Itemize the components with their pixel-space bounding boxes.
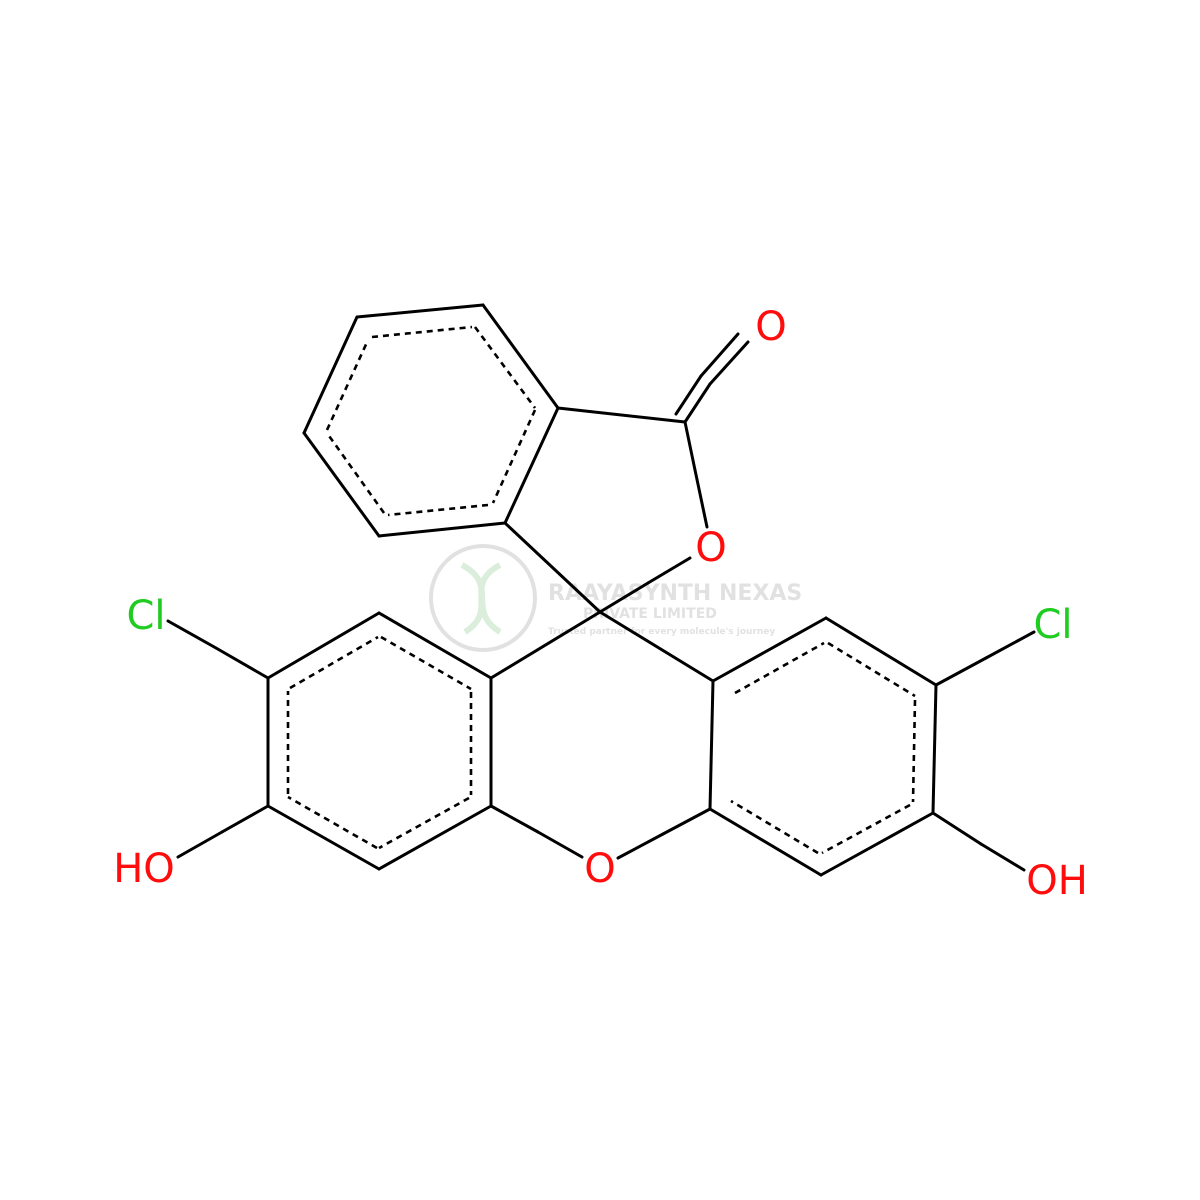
chlorine-left-label: Cl	[126, 593, 165, 639]
hydroxyl-left-label: HO	[113, 846, 175, 892]
watermark-subtitle: PRIVATE LIMITED	[583, 606, 717, 622]
carbonyl-oxygen-label: O	[755, 304, 786, 350]
xanthene-ring-right	[708, 616, 938, 877]
chlorine-right-label: Cl	[1033, 602, 1072, 648]
substituent-bonds	[166, 619, 1036, 872]
hydroxyl-right-label: OH	[1026, 858, 1088, 904]
benzene-ring-top	[302, 303, 560, 538]
atom-labels: O O O Cl Cl HO OH	[113, 304, 1088, 904]
watermark-logo-icon	[429, 544, 537, 652]
watermark-dna-icon	[460, 562, 502, 635]
xanthene-oxygen-label: O	[584, 846, 615, 892]
lactone-oxygen-label: O	[695, 525, 726, 571]
lactone-ring	[503, 332, 750, 614]
watermark-tagline: Trusted partner for every molecule's jou…	[548, 627, 775, 637]
xanthene-ring-left	[266, 611, 493, 871]
central-pyran-ring	[489, 610, 715, 860]
watermark: RAAYASYNTH NEXAS PRIVATE LIMITED Trusted…	[429, 544, 802, 652]
watermark-company: RAAYASYNTH NEXAS	[548, 581, 802, 606]
